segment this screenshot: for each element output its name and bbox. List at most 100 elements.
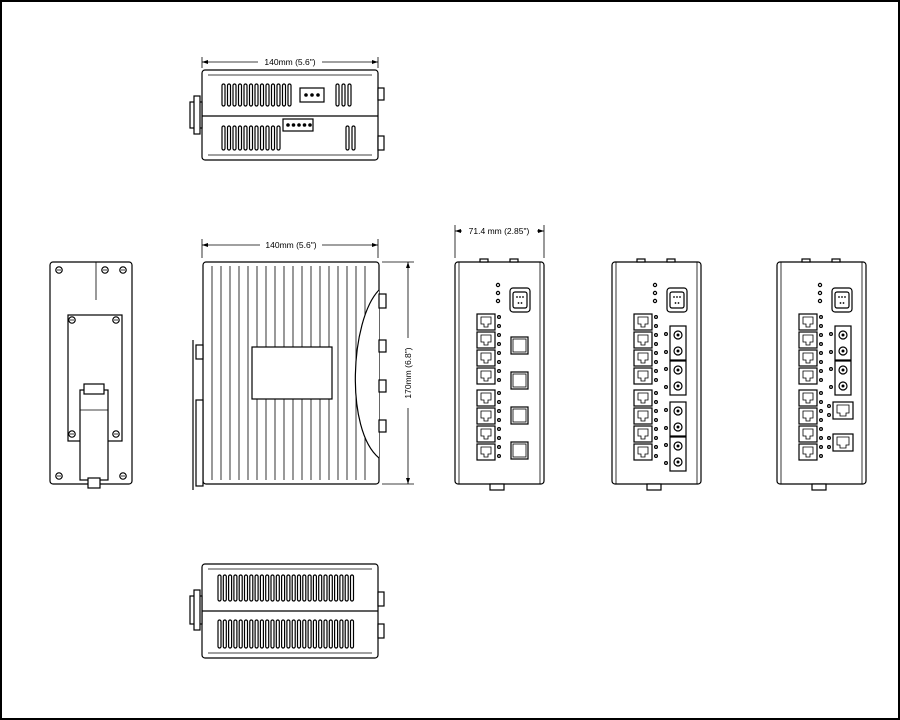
height-dimension: 170mm (6.8") [382, 261, 414, 485]
sc-core [676, 409, 680, 413]
rj45-port [832, 433, 854, 452]
port-led [818, 324, 823, 329]
status-led [495, 290, 501, 296]
rj45-port [476, 313, 496, 331]
port-led [497, 315, 502, 320]
rj45-port [633, 367, 653, 385]
vent-slot [270, 83, 276, 107]
vent-slot [334, 574, 339, 602]
rail-latch [646, 483, 662, 491]
sc-core [841, 368, 845, 372]
port-led [826, 404, 831, 409]
vent-slot [228, 619, 233, 649]
front-housing [454, 261, 545, 485]
rj45-port [798, 389, 818, 407]
port-led [818, 409, 823, 414]
sfp-slot-inner [512, 443, 527, 458]
pin [304, 93, 308, 97]
rj45-jack [480, 316, 492, 328]
rj45-port [476, 425, 496, 443]
vent-slot [281, 574, 286, 602]
rj45-port [798, 313, 818, 331]
port-led [653, 342, 658, 347]
vent-slot [265, 574, 270, 602]
port-led [818, 391, 823, 396]
vent-slot [233, 574, 238, 602]
sfp-slot-inner [512, 373, 527, 388]
port-led [818, 445, 823, 450]
top-width-label: 140mm (5.6") [264, 57, 315, 67]
vent-slot [335, 83, 340, 107]
port-led [653, 400, 658, 405]
sc-core [676, 333, 680, 337]
port-led [818, 369, 823, 374]
vent-slot [265, 619, 270, 649]
vent-slot [232, 83, 237, 107]
rj45-jack [480, 410, 492, 422]
pin [842, 302, 845, 304]
vent-slot [318, 619, 323, 649]
port-led [653, 324, 658, 329]
vent-slot [237, 125, 243, 151]
vent-slot [276, 125, 281, 151]
port-led [653, 454, 658, 459]
rj45-jack [480, 392, 492, 404]
port-led [663, 408, 668, 413]
rj45-port [476, 443, 496, 461]
vent-slot [296, 574, 302, 602]
rj45-port [633, 389, 653, 407]
pin [302, 123, 307, 127]
port-led [653, 418, 658, 423]
port-led [663, 350, 668, 355]
vent-slot [243, 83, 248, 107]
rj45-port [798, 349, 818, 367]
vent-slot [259, 619, 264, 649]
vent-slot [328, 619, 333, 649]
vent-slot [254, 125, 259, 151]
status-led [652, 282, 658, 288]
vent-slot [237, 83, 243, 107]
front-width-dimension: 71.4 mm (2.85") [454, 225, 545, 258]
vent-slot [270, 125, 276, 151]
port-led [818, 454, 823, 459]
top-tab [636, 258, 646, 263]
vent-slot [344, 574, 349, 602]
port-led [663, 443, 668, 448]
rj45-port [798, 367, 818, 385]
vent-slot [302, 574, 307, 602]
vent-slot [281, 83, 287, 107]
side-width-label: 140mm (5.6") [265, 240, 316, 250]
top-tab [509, 258, 519, 263]
port-led [497, 454, 502, 459]
vent-slot [312, 574, 317, 602]
rj45-port [476, 367, 496, 385]
back-view [49, 261, 133, 489]
port-led [663, 332, 668, 337]
vent-slot [265, 125, 270, 151]
vent-slot [248, 125, 254, 151]
port-led [497, 369, 502, 374]
port-led [653, 351, 658, 356]
rj45-port [633, 349, 653, 367]
port-led [653, 360, 658, 365]
sc-core [841, 384, 845, 388]
port-led [828, 385, 833, 390]
vent-slot [259, 83, 265, 107]
pin [841, 296, 843, 298]
top-tab [479, 258, 489, 263]
vent-slot [238, 574, 243, 602]
sc-core [676, 384, 680, 388]
pin [674, 302, 677, 304]
pin [519, 296, 521, 298]
port-led [818, 418, 823, 423]
top-tab [831, 258, 841, 263]
top-view [189, 69, 385, 161]
vent-slot [275, 574, 280, 602]
port-led [826, 445, 831, 450]
rj45-port [798, 425, 818, 443]
pin [676, 296, 678, 298]
sc-core [676, 349, 680, 353]
pin [679, 296, 681, 298]
vent-slot [312, 619, 317, 649]
sc-core [676, 444, 680, 448]
